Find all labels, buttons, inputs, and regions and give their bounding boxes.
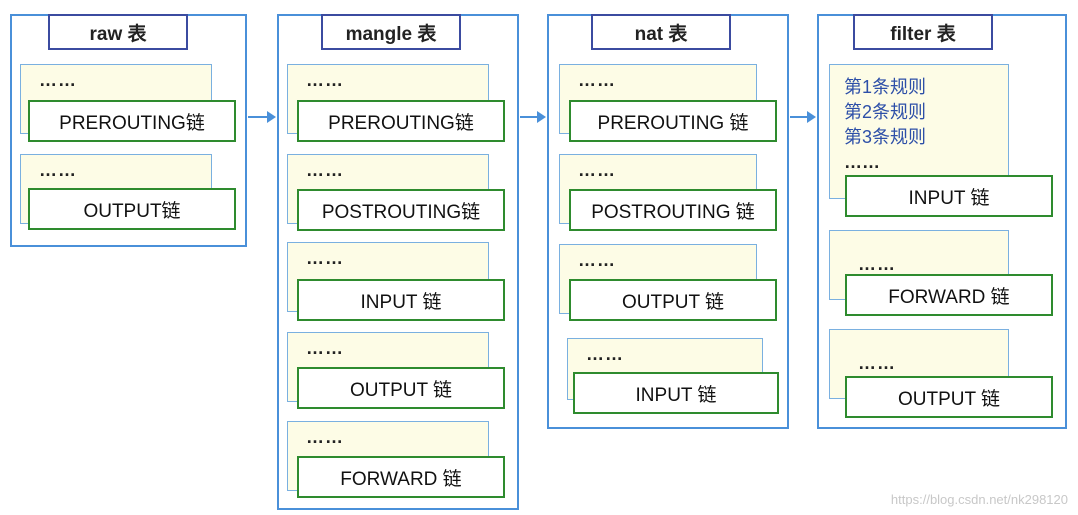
ellipsis: ……: [578, 250, 616, 270]
chain-output: OUTPUT 链: [845, 376, 1053, 418]
rule-item: 第1条规则: [844, 77, 927, 97]
chain-prerouting: PREROUTING链: [297, 100, 505, 142]
ellipsis: ……: [844, 152, 880, 172]
chain-forward: FORWARD 链: [297, 456, 505, 498]
chain-input: INPUT 链: [297, 279, 505, 321]
chain-postrouting: POSTROUTING 链: [569, 189, 777, 231]
chain-prerouting: PREROUTING 链: [569, 100, 777, 142]
chain-output: OUTPUT 链: [569, 279, 777, 321]
rule-item: 第2条规则: [844, 102, 927, 122]
rule-list: 第1条规则 第2条规则 第3条规则 ……: [844, 75, 926, 175]
ellipsis: ……: [306, 338, 344, 358]
nat-table-title: nat 表: [591, 14, 731, 50]
ellipsis: ……: [578, 70, 616, 90]
chain-output: OUTPUT链: [28, 188, 236, 230]
chain-prerouting: PREROUTING链: [28, 100, 236, 142]
chain-input: INPUT 链: [845, 175, 1053, 217]
ellipsis: ……: [306, 70, 344, 90]
ellipsis: ……: [858, 353, 896, 373]
nat-table: nat 表 …… PREROUTING 链 …… POSTROUTING 链 ……: [547, 14, 789, 429]
chain-input: INPUT 链: [573, 372, 779, 414]
raw-table-title: raw 表: [48, 14, 188, 50]
mangle-table-title: mangle 表: [321, 14, 461, 50]
ellipsis: ……: [578, 160, 616, 180]
ellipsis: ……: [586, 344, 624, 364]
chain-forward: FORWARD 链: [845, 274, 1053, 316]
ellipsis: ……: [858, 254, 896, 274]
mangle-table: mangle 表 …… PREROUTING链 …… POSTROUTING链 …: [277, 14, 519, 510]
ellipsis: ……: [306, 427, 344, 447]
filter-table: filter 表 第1条规则 第2条规则 第3条规则 …… INPUT 链 ………: [817, 14, 1067, 429]
flow-arrow: [790, 111, 816, 123]
flow-arrow: [248, 111, 276, 123]
raw-table: raw 表 …… PREROUTING链 …… OUTPUT链: [10, 14, 247, 247]
chain-postrouting: POSTROUTING链: [297, 189, 505, 231]
ellipsis: ……: [39, 70, 77, 90]
rule-item: 第3条规则: [844, 127, 927, 147]
filter-table-title: filter 表: [853, 14, 993, 50]
flow-arrow: [520, 111, 546, 123]
ellipsis: ……: [39, 160, 77, 180]
chain-output: OUTPUT 链: [297, 367, 505, 409]
watermark: https://blog.csdn.net/nk298120: [890, 492, 1068, 507]
ellipsis: ……: [306, 248, 344, 268]
ellipsis: ……: [306, 160, 344, 180]
